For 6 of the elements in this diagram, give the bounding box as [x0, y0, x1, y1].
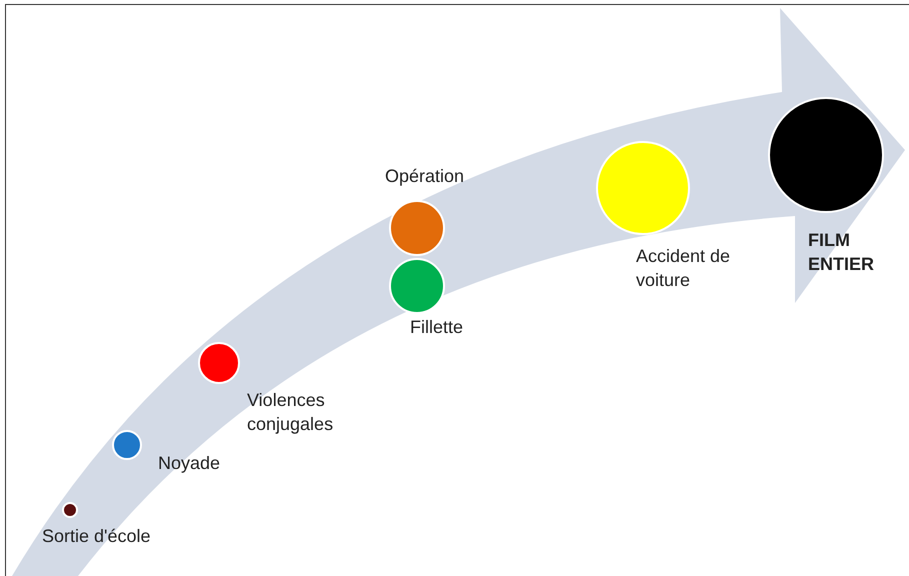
event-label: Noyade	[158, 452, 222, 475]
event-label: Sortie d'école	[42, 525, 152, 548]
event-label: Violences conjugales	[247, 389, 334, 436]
event-label: Opération	[385, 165, 466, 188]
event-label: Fillette	[410, 316, 464, 339]
event-label: Accident de voiture	[636, 245, 731, 292]
